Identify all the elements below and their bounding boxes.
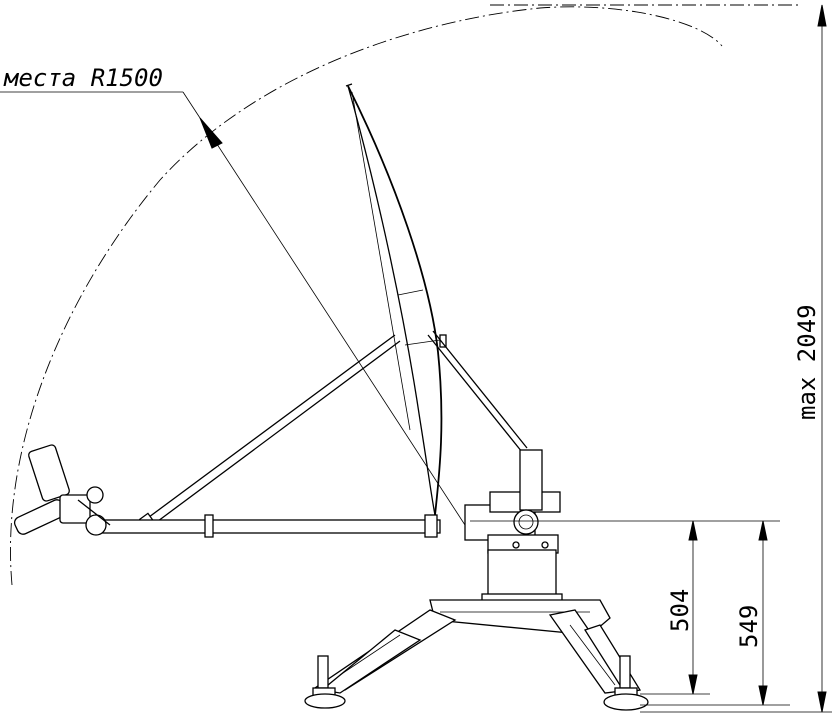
feed-horn-assembly (13, 444, 111, 536)
reflector-dish (345, 83, 447, 516)
elevation-gear (513, 509, 539, 535)
mast-column (481, 549, 563, 605)
support-strut (138, 334, 401, 532)
dimension-max-height-label: max 2049 (793, 304, 821, 420)
dimension-549-label: 549 (735, 605, 763, 648)
radius-label: места R1500 (3, 64, 163, 92)
mount-head (464, 449, 561, 554)
dimension-max-height: max 2049 (640, 4, 832, 713)
dimension-549: 549 (640, 520, 790, 706)
swept-radius-arc (10, 4, 800, 586)
radius-arrowhead (199, 117, 223, 149)
rear-brace (427, 330, 528, 453)
tripod-base (304, 599, 649, 711)
boom-arm (99, 514, 441, 538)
radius-leader: места R1500 (0, 64, 466, 526)
dimension-504: 504 (470, 520, 780, 695)
dimension-504-label: 504 (666, 589, 694, 632)
